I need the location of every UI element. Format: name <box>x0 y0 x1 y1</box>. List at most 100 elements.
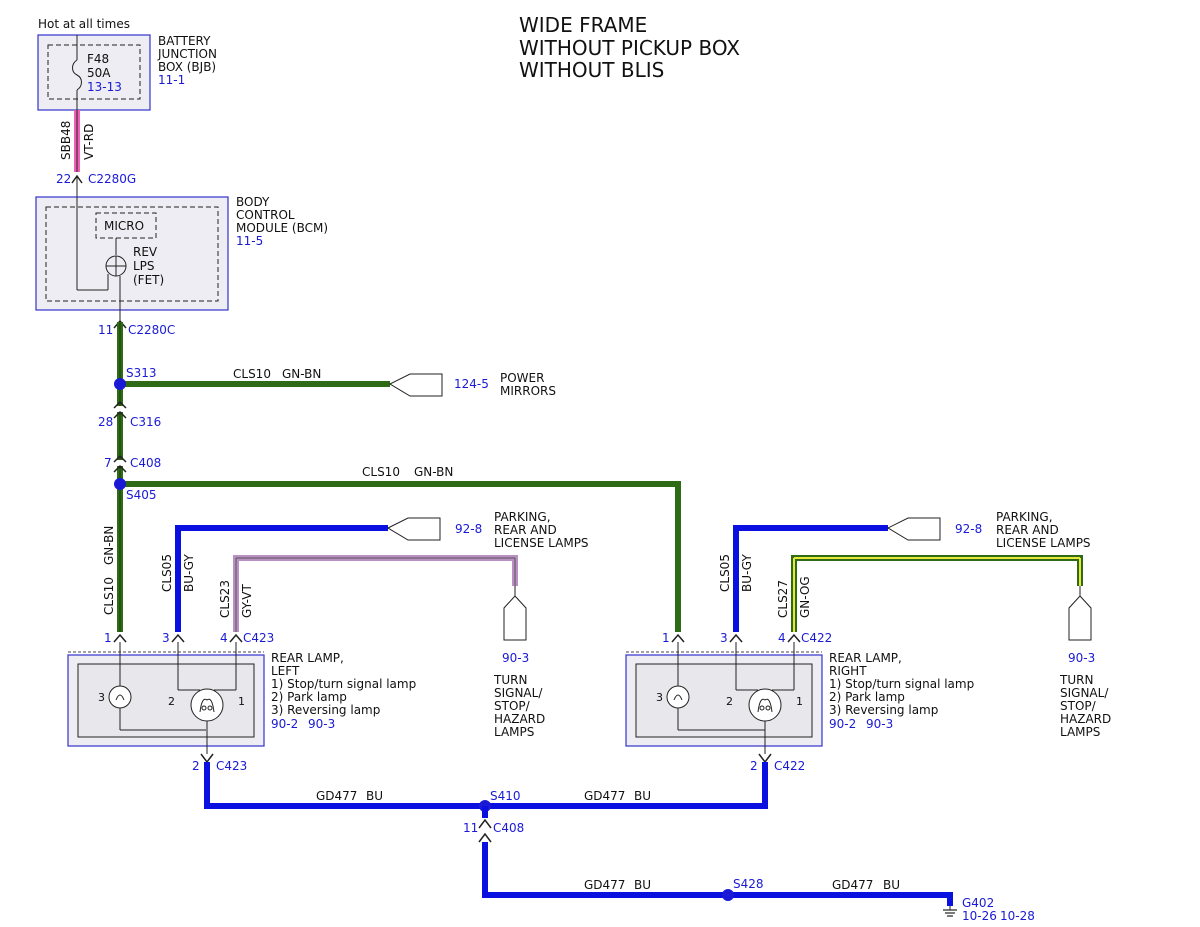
right-pin4-label: 4 <box>778 631 786 645</box>
left-pin3-label: 3 <box>162 631 170 645</box>
title-line-1: WIDE FRAME <box>519 13 647 37</box>
c408-bottom-name: C408 <box>493 821 524 835</box>
s313-name: S313 <box>126 366 157 380</box>
left-pin4-label: 4 <box>220 631 228 645</box>
bcm-name-3: MODULE (BCM) <box>236 221 328 235</box>
body-control-module: MICRO REV LPS (FET) BODY CONTROL MODULE … <box>35 195 328 322</box>
right-pin4-icon <box>787 633 801 643</box>
c2280g-pin: 22 <box>56 172 71 186</box>
left-lamp-name2: LEFT <box>271 664 300 678</box>
s405-name: S405 <box>126 488 157 502</box>
right-cls05-circuit: CLS05 <box>718 554 732 592</box>
right-pin1-label: 1 <box>662 631 670 645</box>
g402-ref1: 10-26 <box>962 909 997 923</box>
ground-bottom-left-color: BU <box>634 878 651 892</box>
right-dual-filament-b <box>765 705 771 711</box>
fet-label-2: LPS <box>133 259 155 273</box>
c408-bottom-icon-b <box>478 832 492 843</box>
title-line-2: WITHOUT PICKUP BOX <box>519 36 740 60</box>
bjb-ref: 11-1 <box>158 73 185 87</box>
right-pin2-icon <box>758 753 772 764</box>
ground-circuit: GD477 BU GD477 BU S410 11 C408 GD477 BU … <box>204 762 1035 923</box>
right-turn-line3: STOP/ <box>1060 699 1097 713</box>
wire-sbb48-circuit: SBB48 <box>59 121 73 160</box>
right-pin3-icon <box>729 633 743 643</box>
ground-bottom-left-circuit: GD477 <box>584 878 625 892</box>
c316-name: C316 <box>130 415 161 429</box>
bjb-name-2: JUNCTION <box>157 47 217 61</box>
ground-right-color: BU <box>634 789 651 803</box>
left-cls10-circuit: CLS10 <box>102 577 116 615</box>
right-turn-line1: TURN <box>1059 673 1093 687</box>
connector-c408-top: 7 C408 <box>104 454 161 473</box>
c408-top-icon-b <box>113 464 127 473</box>
right-turn-line5: LAMPS <box>1060 725 1100 739</box>
s428-splice-dot <box>722 889 734 901</box>
right-parking-ref: 92-8 <box>955 522 982 536</box>
right-lamp-item1: 1) Stop/turn signal lamp <box>829 677 974 691</box>
left-dual-filament-b <box>207 705 213 711</box>
supply-label: Hot at all times <box>38 17 130 31</box>
s410-name: S410 <box>490 789 521 803</box>
right-turn-line4: HAZARD <box>1060 712 1111 726</box>
right-lamp-name1: REAR LAMP, <box>829 651 902 665</box>
right-lamp-name2: RIGHT <box>829 664 867 678</box>
fuse-name: F48 <box>87 52 109 66</box>
ground-bottom-right-circuit: GD477 <box>832 878 873 892</box>
left-dual-bulb-icon <box>190 688 224 722</box>
s313-color: GN-BN <box>282 367 321 381</box>
fuse-frame <box>47 44 141 100</box>
left-cls23-color: GY-VT <box>240 584 254 618</box>
right-lamp-ref2: 90-3 <box>866 717 893 731</box>
left-lamp-ref2: 90-3 <box>308 717 335 731</box>
right-turn-arrow-icon <box>1068 595 1092 641</box>
right-lamp-wiring: CLS05 BU-GY 92-8 PARKING, REAR AND LICEN… <box>718 510 1111 739</box>
left-turn-line5: LAMPS <box>494 725 534 739</box>
right-lamp-inner <box>635 663 813 738</box>
c316-pin: 28 <box>98 415 113 429</box>
g402-ref2: 10-28 <box>1000 909 1035 923</box>
right-bulb3-label: 3 <box>656 691 663 704</box>
g402-name: G402 <box>962 896 994 910</box>
left-parking-line1: PARKING, <box>494 510 551 524</box>
left-turn-line2: SIGNAL/ <box>494 686 543 700</box>
right-dual-bulb-icon <box>748 688 782 722</box>
left-cls05-color: BU-GY <box>182 554 196 592</box>
left-dual-filament <box>199 698 215 713</box>
right-pin2-label: 2 <box>750 759 758 773</box>
c316-gap <box>117 406 123 412</box>
battery-junction-box: Hot at all times F48 50A 13-13 BATTERY J… <box>37 17 217 111</box>
c408-bottom-icon-a <box>478 818 492 829</box>
rear-lamp-left: 1 3 4 C423 3 2 1 2 C423 REAR LAMP, LEFT … <box>67 631 416 773</box>
s405-circuit: CLS10 <box>362 465 400 479</box>
left-cls05-circuit: CLS05 <box>160 554 174 592</box>
right-parking-line2: REAR AND <box>996 523 1059 537</box>
left-lamp-item3: 3) Reversing lamp <box>271 703 380 717</box>
left-bulb1-label: 1 <box>238 695 245 708</box>
left-lamp-item1: 1) Stop/turn signal lamp <box>271 677 416 691</box>
left-reversing-bulb-icon <box>108 685 132 709</box>
s428-name: S428 <box>733 877 764 891</box>
left-cls10-color: GN-BN <box>102 526 116 565</box>
connector-c316: 28 C316 <box>98 400 161 429</box>
power-mirrors-ref: 124-5 <box>454 377 489 391</box>
right-cls05-color: BU-GY <box>740 554 754 592</box>
micro-block <box>95 212 157 239</box>
wire-sbb48-color: VT-RD <box>82 124 96 160</box>
s313-circuit: CLS10 <box>233 367 271 381</box>
diagram-title: WIDE FRAME WITHOUT PICKUP BOX WITHOUT BL… <box>519 13 740 82</box>
bcm-name-1: BODY <box>236 195 270 209</box>
bcm-box <box>35 196 229 311</box>
right-pin3-label: 3 <box>720 631 728 645</box>
right-pin2-connector: C422 <box>774 759 805 773</box>
connector-c2280c: 11 C2280C <box>98 319 175 337</box>
right-lamp-ref1: 90-2 <box>829 717 856 731</box>
left-turn-line1: TURN <box>493 673 527 687</box>
left-parking-arrow-icon <box>386 517 441 541</box>
left-pin1-icon <box>113 633 127 643</box>
splice-s405: S405 CLS10 GN-BN <box>114 465 681 632</box>
left-turn-line4: HAZARD <box>494 712 545 726</box>
c2280c-name: C2280C <box>128 323 175 337</box>
c316-icon-bottom <box>113 410 127 419</box>
